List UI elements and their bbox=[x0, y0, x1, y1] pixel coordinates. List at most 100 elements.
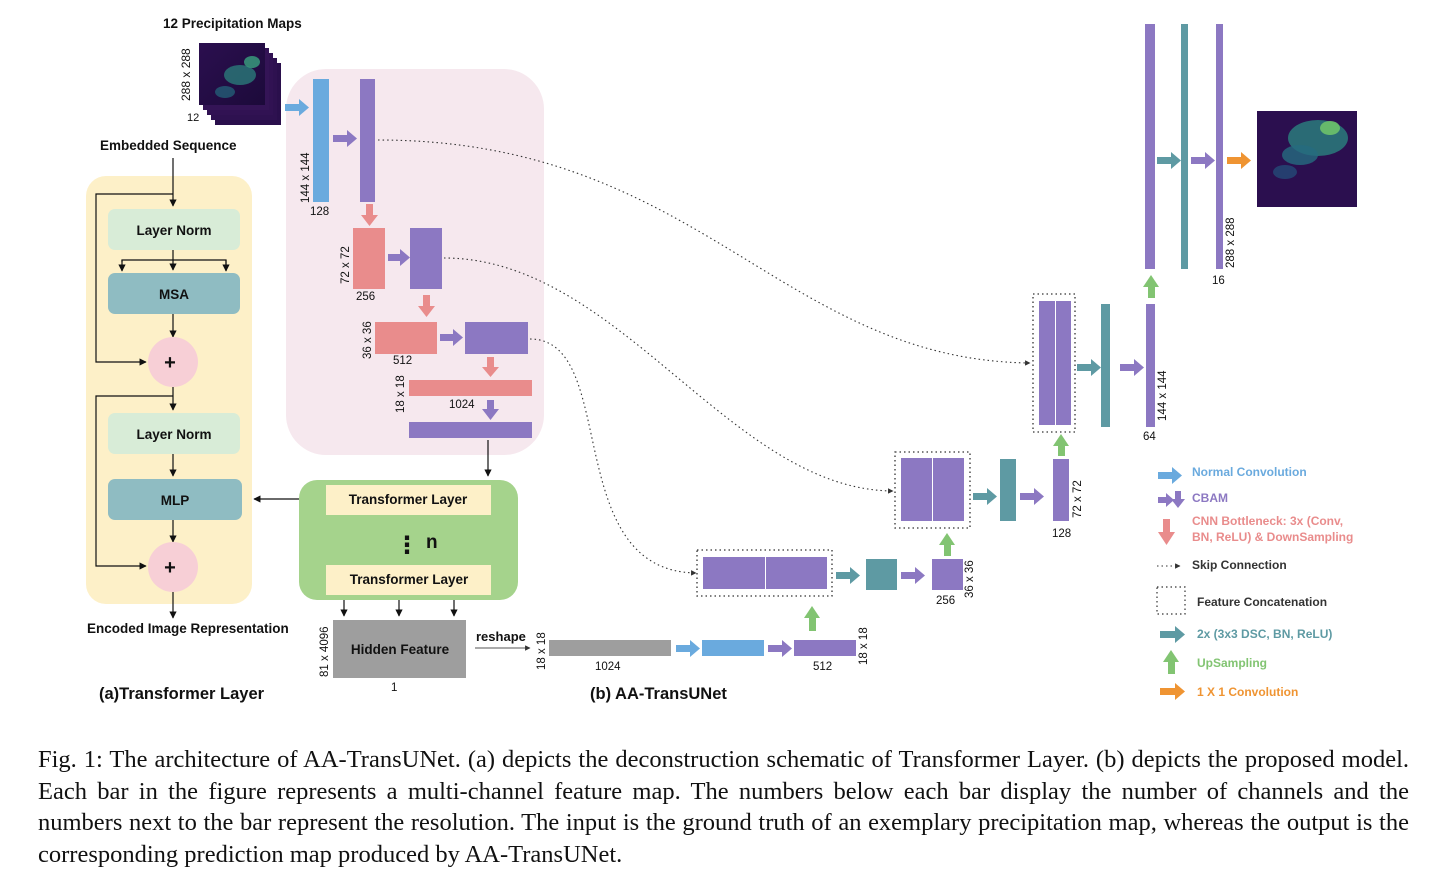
msa-label: MSA bbox=[159, 287, 189, 302]
legend-concat-label: Feature Concatenation bbox=[1197, 595, 1327, 609]
concat1-right bbox=[766, 557, 827, 589]
transformer-layer-connectors bbox=[95, 158, 230, 619]
legend-bottleneck-label-1: CNN Bottleneck: 3x (Conv, bbox=[1192, 514, 1343, 528]
dsc-arrow-4 bbox=[1157, 152, 1181, 169]
add-symbol-2: + bbox=[164, 557, 176, 579]
mlp-label: MLP bbox=[161, 493, 190, 508]
decoder2-bar bbox=[1053, 459, 1069, 521]
concat3-right bbox=[1056, 301, 1071, 425]
cbam-arrow-2 bbox=[388, 249, 410, 266]
b2-channels: 512 bbox=[393, 355, 412, 367]
input-resolution: 288 x 288 bbox=[179, 48, 193, 101]
d1-channels: 256 bbox=[936, 595, 955, 607]
concat2-right bbox=[933, 458, 964, 521]
output-prediction-map bbox=[1257, 111, 1357, 207]
d2-channels: 128 bbox=[1052, 528, 1071, 540]
bottleneck-arrow-2 bbox=[418, 295, 435, 317]
transformer-dots: ⋮ bbox=[395, 532, 419, 559]
legend-cbam-label: CBAM bbox=[1192, 491, 1228, 505]
legend-skip-label: Skip Connection bbox=[1192, 558, 1287, 572]
b3-resolution: 18 x 18 bbox=[395, 375, 407, 413]
concat3-left bbox=[1039, 301, 1055, 425]
legend-upsample-icon bbox=[1163, 650, 1179, 674]
input-title: 12 Precipitation Maps bbox=[163, 16, 302, 31]
conv1-resolution: 144 x 144 bbox=[300, 152, 312, 203]
dsc-arrow-2 bbox=[973, 488, 997, 505]
cbam-arrow-5 bbox=[768, 640, 792, 657]
d4-channels: 16 bbox=[1212, 275, 1225, 287]
decoder4-bar-b bbox=[1216, 24, 1223, 269]
b3-channels: 1024 bbox=[449, 399, 475, 411]
figure-caption: Fig. 1: The architecture of AA-TransUNet… bbox=[38, 746, 1409, 868]
legend-dsc-label: 2x (3x3 DSC, BN, ReLU) bbox=[1197, 627, 1332, 641]
bottleneck3-bar bbox=[409, 380, 532, 396]
input-channels: 12 bbox=[187, 112, 199, 124]
reshape-label: reshape bbox=[476, 629, 526, 644]
conv1x1-arrow bbox=[1227, 152, 1251, 169]
dsc-arrow-3 bbox=[1077, 359, 1101, 376]
transformer-top-box bbox=[326, 485, 491, 515]
layer-norm-1-box bbox=[108, 209, 240, 250]
input-precipitation-maps bbox=[199, 43, 281, 125]
layer-norm-1-label: Layer Norm bbox=[136, 223, 211, 238]
gray-channels: 1024 bbox=[595, 661, 621, 673]
decoder3-bar bbox=[1146, 304, 1155, 427]
d2-resolution: 72 x 72 bbox=[1072, 480, 1084, 518]
bottleneck-arrow-1 bbox=[361, 204, 378, 226]
transformer-bottom-box bbox=[326, 565, 491, 595]
conv1-bar bbox=[313, 79, 329, 202]
concat1-left bbox=[703, 557, 765, 589]
legend-concat-icon bbox=[1156, 586, 1186, 615]
transformer-n-label: n bbox=[426, 532, 438, 553]
legend-conv-label: Normal Convolution bbox=[1192, 465, 1307, 479]
concat-box-1 bbox=[696, 549, 833, 597]
hidden-resolution: 81 x 4096 bbox=[319, 626, 331, 677]
legend-conv1x1-label: 1 X 1 Convolution bbox=[1197, 685, 1298, 699]
cbam-arrow-7 bbox=[1020, 488, 1044, 505]
bottleneck2-bar bbox=[375, 322, 437, 354]
bottleneck1-bar bbox=[353, 228, 385, 289]
conv1-channels: 128 bbox=[310, 206, 329, 218]
cbam-arrow-9 bbox=[1191, 152, 1215, 169]
legend-bottleneck-label-2: BN, ReLU) & DownSampling bbox=[1192, 530, 1353, 544]
add-circle-1 bbox=[148, 337, 198, 387]
hidden-feature-box bbox=[333, 620, 466, 678]
upsample-arrow-1 bbox=[804, 606, 820, 631]
upsample-arrow-3 bbox=[1053, 434, 1069, 456]
transformer-to-hidden-arrows bbox=[340, 600, 458, 617]
skip-connections bbox=[377, 139, 1031, 576]
upsample-arrow-2 bbox=[939, 533, 955, 556]
encoded-representation-label: Encoded Image Representation bbox=[87, 621, 289, 636]
legend-bottleneck-icon bbox=[1158, 519, 1175, 545]
dsc4-bar bbox=[1181, 24, 1188, 269]
layer-norm-2-label: Layer Norm bbox=[136, 427, 211, 442]
hidden-channels: 1 bbox=[391, 682, 397, 694]
cbam-arrow-4 bbox=[482, 400, 499, 420]
subtitle-b: (b) AA-TransUNet bbox=[590, 685, 727, 703]
dsc1-block bbox=[866, 559, 897, 590]
legend-dsc-icon bbox=[1160, 626, 1185, 643]
dsc-arrow-1 bbox=[836, 567, 860, 584]
conv2-bar bbox=[702, 640, 764, 656]
dsc2-bar bbox=[1000, 459, 1016, 521]
cbam5-bar bbox=[794, 640, 856, 656]
decoder1-bar bbox=[932, 559, 963, 590]
hidden-feature-label: Hidden Feature bbox=[351, 642, 450, 657]
layer-norm-2-box bbox=[108, 413, 240, 454]
cbam5-resolution: 18 x 18 bbox=[858, 627, 870, 665]
b1-resolution: 72 x 72 bbox=[340, 246, 352, 284]
upsample-arrow-4 bbox=[1143, 275, 1159, 298]
subtitle-a: (a)Transformer Layer bbox=[99, 685, 265, 703]
legend-cbam-icon bbox=[1158, 491, 1185, 508]
reshape-resolution: 18 x 18 bbox=[536, 632, 548, 670]
msa-box bbox=[108, 273, 240, 314]
cbam4-bar bbox=[409, 422, 532, 438]
b1-channels: 256 bbox=[356, 291, 375, 303]
conv-arrow-2 bbox=[676, 640, 700, 657]
architecture-diagram: 12 Precipitation Maps 288 x 288 12 Embed… bbox=[86, 16, 1357, 703]
cbam-arrow-8 bbox=[1120, 359, 1144, 376]
add-symbol-1: + bbox=[164, 352, 176, 374]
concat-box-2 bbox=[894, 451, 971, 529]
cbam5-channels: 512 bbox=[813, 661, 832, 673]
embedded-sequence-label: Embedded Sequence bbox=[100, 138, 237, 153]
